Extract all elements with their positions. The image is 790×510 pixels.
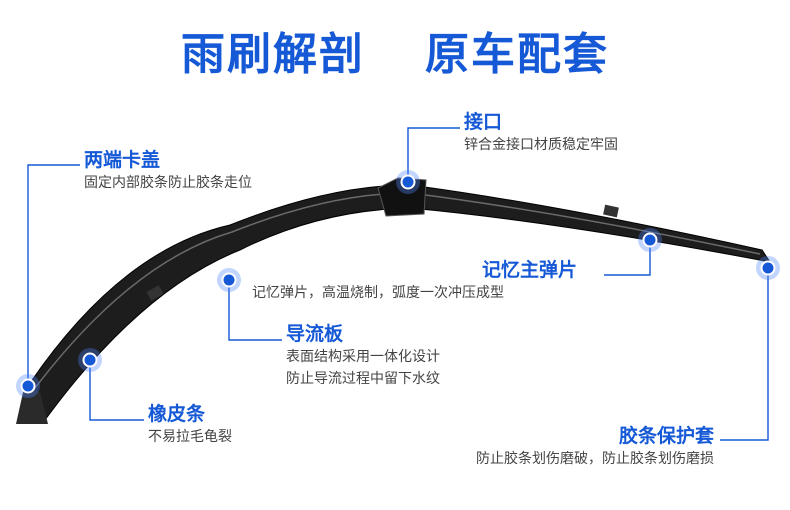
title-left: 雨刷解剖	[181, 29, 365, 80]
callout-title: 接口	[464, 111, 503, 133]
leader-end-caps	[27, 164, 80, 386]
callout-desc: 表面结构采用一体化设计	[286, 349, 440, 365]
leader-rubber	[89, 360, 144, 421]
callout-end-caps: 两端卡盖 固定内部胶条防止胶条走位	[84, 148, 252, 194]
leader-spoiler	[228, 280, 282, 341]
blade-clip	[146, 285, 164, 301]
end-cap-left	[16, 388, 48, 424]
blade-highlight	[31, 192, 761, 393]
callout-desc: 锌合金接口材质稳定牢固	[464, 137, 618, 153]
callout-title: 导流板	[286, 323, 344, 345]
title-right: 原车配套	[425, 29, 609, 80]
callout-desc: 不易拉毛龟裂	[148, 429, 232, 445]
callout-desc: 防止导流过程中留下水纹	[286, 371, 440, 387]
callout-title: 两端卡盖	[84, 149, 161, 171]
callout-rubber: 橡皮条 不易拉毛龟裂	[148, 402, 232, 448]
blade-clip	[603, 204, 619, 218]
callout-main-spring-title: 记忆主弹片	[482, 258, 577, 282]
marker-dot	[20, 378, 36, 394]
callout-connector: 接口 锌合金接口材质稳定牢固	[464, 110, 618, 156]
callout-main-spring-desc: 记忆弹片，高温烧制，弧度一次冲压成型	[252, 282, 504, 304]
leader-main-spring	[604, 240, 651, 276]
callout-spoiler: 导流板 表面结构采用一体化设计 防止导流过程中留下水纹	[286, 322, 440, 390]
callout-sleeve: 胶条保护套 防止胶条划伤磨破，防止胶条划伤磨损	[476, 424, 714, 470]
callout-desc: 记忆弹片，高温烧制，弧度一次冲压成型	[252, 285, 504, 301]
marker-dot	[221, 272, 237, 288]
callout-desc: 防止胶条划伤磨破，防止胶条划伤磨损	[476, 451, 714, 467]
marker-dot	[400, 174, 416, 190]
callout-title: 记忆主弹片	[482, 259, 578, 281]
callout-title: 胶条保护套	[618, 425, 714, 447]
marker-dot	[642, 232, 658, 248]
callout-title: 橡皮条	[148, 403, 206, 425]
leader-sleeve	[720, 268, 769, 441]
marker-dot	[760, 260, 776, 276]
page-title: 雨刷解剖 原车配套	[0, 18, 790, 82]
marker-dot	[82, 352, 98, 368]
connector-block	[377, 177, 427, 217]
leader-connector	[407, 127, 460, 182]
marker-group	[16, 170, 780, 398]
callout-desc: 固定内部胶条防止胶条走位	[84, 175, 252, 191]
